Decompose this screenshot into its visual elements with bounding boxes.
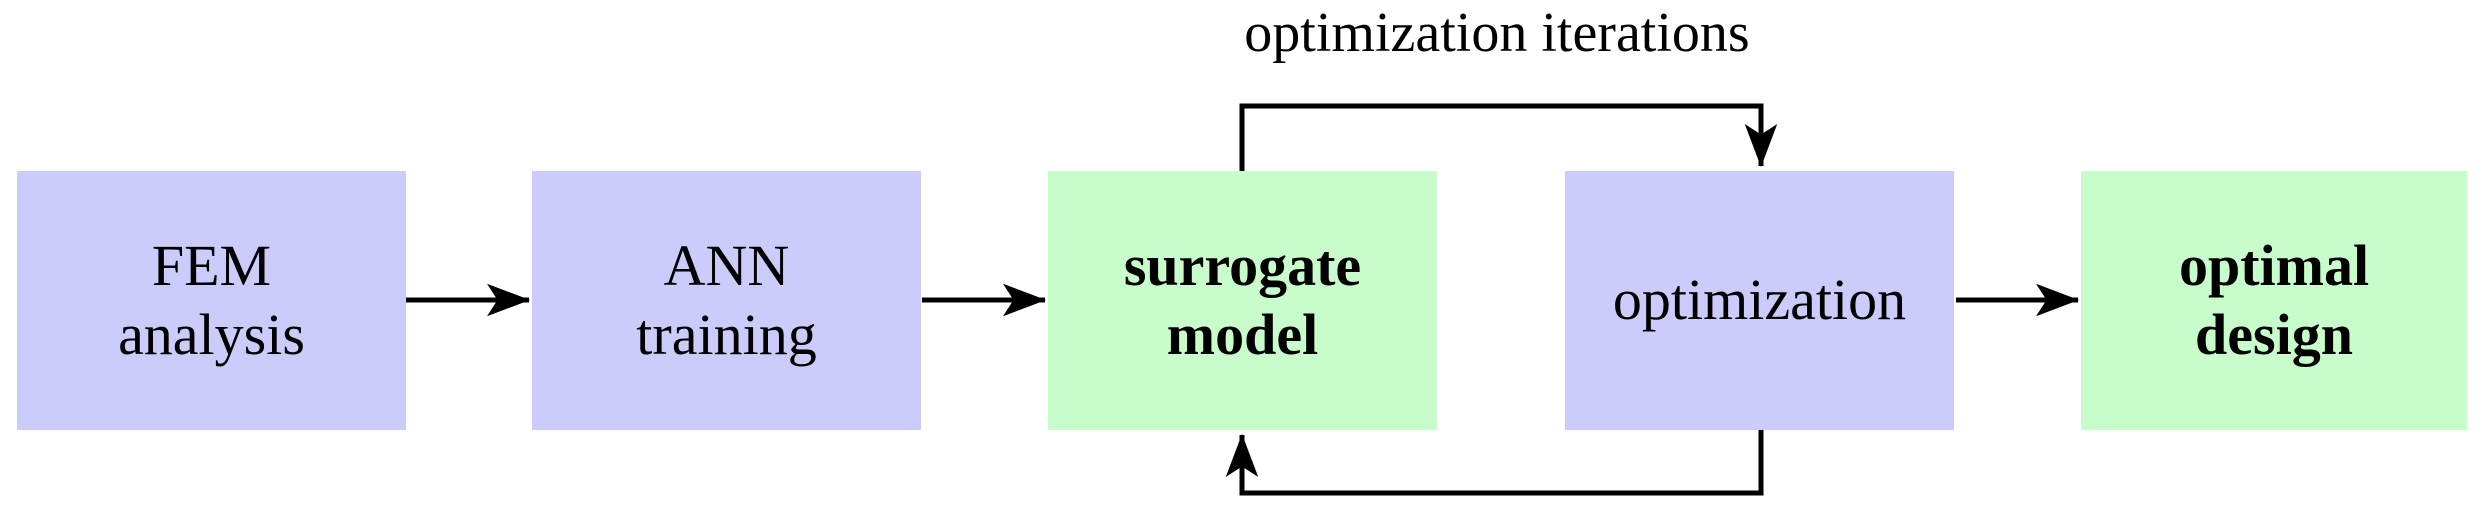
- node-optimization[interactable]: optimization: [1565, 171, 1954, 430]
- node-optimization-line1: optimization: [1612, 267, 1907, 333]
- node-surrogate-model-line1: surrogate: [1123, 233, 1362, 299]
- node-optimal-design[interactable]: optimal design: [2081, 171, 2467, 430]
- node-surrogate-model-line2: model: [1166, 301, 1319, 367]
- node-fem-analysis[interactable]: FEM analysis: [17, 171, 406, 430]
- optimization-iterations-label: optimization iterations: [1244, 2, 1750, 64]
- node-fem-analysis-line2: analysis: [118, 301, 305, 367]
- node-fem-analysis-line1: FEM: [151, 233, 272, 299]
- node-optimal-design-line1: optimal: [2178, 233, 2370, 299]
- node-surrogate-model[interactable]: surrogate model: [1048, 171, 1437, 430]
- node-optimal-design-line2: design: [2195, 301, 2353, 367]
- edge-optimization-to-surrogate-bottom: [1225, 430, 1764, 496]
- node-ann-training-line2: training: [636, 301, 817, 367]
- node-ann-training-line1: ANN: [663, 233, 790, 299]
- edge-surrogate-to-optimization-top: [1239, 103, 1778, 171]
- node-ann-training[interactable]: ANN training: [532, 171, 921, 430]
